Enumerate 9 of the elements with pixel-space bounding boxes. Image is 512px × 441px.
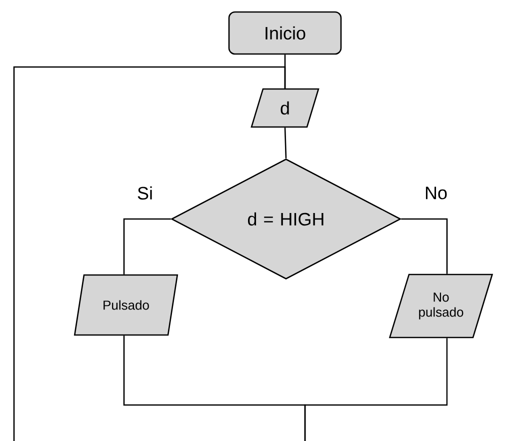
start-box: Inicio	[228, 11, 342, 55]
connector-line	[304, 338, 448, 441]
connector-line	[13, 66, 286, 441]
edge-label: Si	[136, 185, 154, 201]
edge-label: No	[424, 186, 448, 200]
connector-line	[123, 218, 171, 274]
connector-line	[284, 128, 287, 158]
connector-line	[401, 218, 448, 274]
input-parallelogram: d	[250, 88, 320, 128]
